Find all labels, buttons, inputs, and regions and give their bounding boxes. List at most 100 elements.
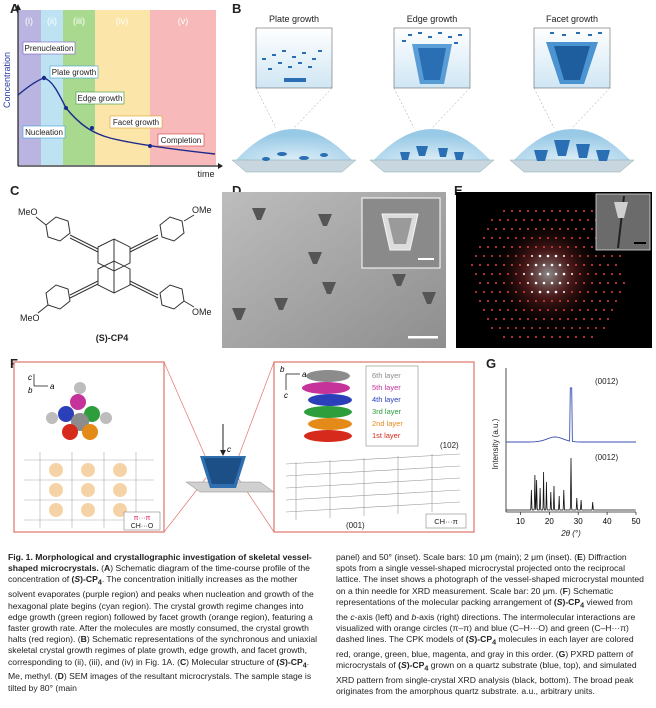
diffraction-spot xyxy=(523,237,525,239)
legend-4th: 4th layer xyxy=(372,395,401,404)
svg-text:c: c xyxy=(284,391,288,400)
diffraction-spot xyxy=(603,273,605,275)
diffraction-spot xyxy=(483,309,485,311)
diffraction-spot xyxy=(531,309,533,311)
panel-e-diffraction-pattern xyxy=(456,192,652,348)
diffraction-spot xyxy=(519,228,521,230)
callout-prenucleation: Prenucleation xyxy=(22,41,76,55)
panel-label-d: D xyxy=(232,183,242,198)
diffraction-spot xyxy=(491,273,493,275)
x-axis-label: time xyxy=(197,169,214,179)
diffraction-spot xyxy=(559,300,561,302)
pxrd-x-label: 2θ (°) xyxy=(560,529,581,538)
diffraction-spot xyxy=(619,255,621,257)
diffraction-spot xyxy=(491,219,493,221)
diffraction-spot xyxy=(535,300,537,302)
diffraction-spot xyxy=(523,255,525,257)
diffraction-spot xyxy=(591,318,593,320)
diffraction-spot xyxy=(523,309,525,311)
diffraction-spot xyxy=(491,237,493,239)
svg-text:b: b xyxy=(280,365,285,374)
diffraction-spot xyxy=(567,336,569,338)
diffraction-spot xyxy=(543,336,545,338)
diffraction-spot xyxy=(499,273,501,275)
pxrd-y-label: Intensity (a.u.) xyxy=(491,418,500,469)
edge-growth-column: Edge growth xyxy=(369,14,495,173)
diffraction-spot xyxy=(554,254,558,258)
diffraction-spot xyxy=(583,300,585,302)
diffraction-spot xyxy=(603,309,605,311)
diffraction-spot xyxy=(519,318,521,320)
diffraction-spot xyxy=(483,255,485,257)
sem-inset-scale-bar xyxy=(418,258,434,260)
diffraction-spot xyxy=(587,309,589,311)
panel-label-c: C xyxy=(10,183,20,198)
diffraction-spot xyxy=(487,300,489,302)
diffraction-spot xyxy=(567,264,569,266)
diffraction-spot xyxy=(571,237,573,239)
caption-col-1: Fig. 1. Morphological and crystallograph… xyxy=(8,552,318,693)
center-vessel-crystal: c xyxy=(185,424,275,493)
diffraction-spot xyxy=(583,210,585,212)
diffraction-spot xyxy=(567,318,569,320)
diffraction-spot xyxy=(583,246,585,248)
diffraction-spot xyxy=(615,300,617,302)
svg-text:Facet growth: Facet growth xyxy=(113,118,159,127)
plate-growth-column: Plate growth xyxy=(232,14,357,173)
diffraction-spot xyxy=(535,336,537,338)
diffraction-spot xyxy=(479,264,481,266)
diffraction-spot xyxy=(551,210,553,212)
diffraction-spot xyxy=(599,264,601,266)
diffraction-spot xyxy=(499,237,501,239)
diffraction-spot xyxy=(527,282,529,284)
layer-legend: 6th layer 5th layer 4th layer 3rd layer … xyxy=(365,365,419,447)
diffraction-spot xyxy=(591,336,593,338)
diffraction-spot xyxy=(591,282,593,284)
diffraction-spot xyxy=(550,263,554,267)
diffraction-spot xyxy=(483,291,485,293)
diffraction-spot xyxy=(551,228,553,230)
diffraction-spot xyxy=(595,327,597,329)
diffraction-spot xyxy=(551,300,553,302)
diffraction-spot xyxy=(531,237,533,239)
panel-label-g: G xyxy=(486,356,497,371)
diffraction-spot xyxy=(579,273,581,275)
callout-edge-growth: Edge growth xyxy=(75,91,125,105)
diffraction-spot xyxy=(547,309,549,311)
diffraction-spot xyxy=(575,264,577,266)
diffraction-spot xyxy=(563,255,565,257)
diffraction-spot xyxy=(515,327,517,329)
panel-c-molecular-structure: MeO OMe MeO OMe (S)-CP4 xyxy=(0,195,225,350)
diffraction-spot xyxy=(515,219,517,221)
svg-text:Nucleation: Nucleation xyxy=(25,128,63,137)
diffraction-spot xyxy=(543,318,545,320)
region-i xyxy=(18,10,41,165)
cpk-star-model xyxy=(46,382,112,440)
y-axis-label: Concentration xyxy=(2,52,12,108)
diffraction-spot xyxy=(555,237,557,239)
diffraction-spot xyxy=(615,282,617,284)
diffraction-spot xyxy=(527,246,529,248)
diffraction-spot xyxy=(559,210,561,212)
diffraction-spot xyxy=(587,255,589,257)
diffraction-spot xyxy=(487,264,489,266)
legend-2nd: 2nd layer xyxy=(372,419,403,428)
diffraction-spot xyxy=(595,309,597,311)
diffraction-spot xyxy=(487,282,489,284)
peak-label-top: (0012) xyxy=(595,377,618,386)
diffraction-spot xyxy=(567,228,569,230)
region-label-iii: (iii) xyxy=(73,16,85,26)
svg-text:b: b xyxy=(28,386,33,395)
diffraction-spot xyxy=(511,282,513,284)
diffraction-spot xyxy=(471,264,473,266)
diffraction-spot xyxy=(615,264,617,266)
diffraction-spots xyxy=(471,210,625,338)
diffraction-spot xyxy=(507,255,509,257)
diffraction-spot xyxy=(563,291,565,293)
callout-facet-growth: Facet growth xyxy=(109,115,163,129)
lattice-c-view xyxy=(24,452,154,528)
diffraction-spot xyxy=(475,255,477,257)
diffraction-spot xyxy=(558,281,562,285)
diffraction-spot xyxy=(503,264,505,266)
